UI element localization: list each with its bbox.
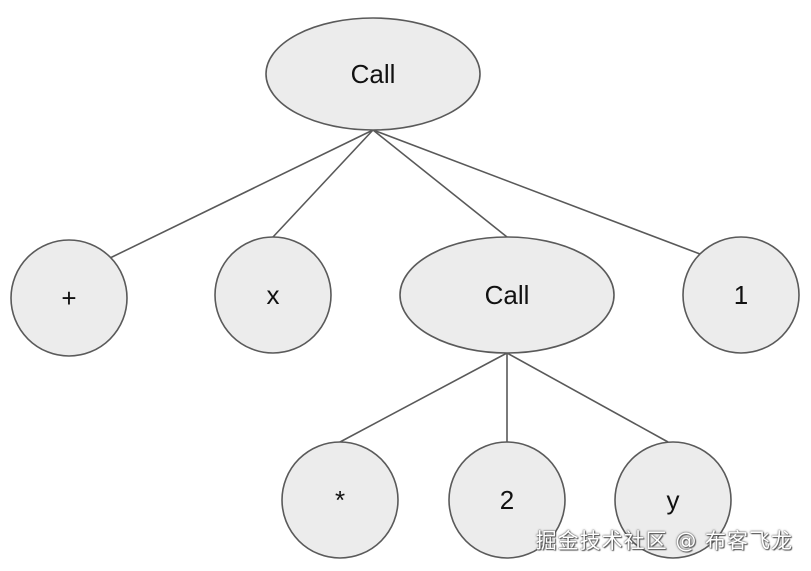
edge-inner-call-to-star [339, 352, 508, 443]
node-one-label: 1 [734, 280, 748, 310]
edge-root-call-to-one [372, 129, 701, 255]
node-star-label: * [335, 485, 345, 515]
node-plus-shape [10, 239, 128, 357]
node-inner-call: Call [399, 236, 615, 354]
node-plus: + [10, 239, 128, 357]
nodes-layer: Call + x Call 1 * 2 y [10, 17, 800, 559]
node-root-call: Call [265, 17, 481, 131]
node-one-shape [682, 236, 800, 354]
edge-root-call-to-x [272, 129, 374, 238]
edge-inner-call-to-y [506, 352, 669, 443]
node-one: 1 [682, 236, 800, 354]
node-two: 2 [448, 441, 566, 559]
node-root-call-label: Call [351, 59, 396, 89]
node-two-shape [448, 441, 566, 559]
edge-root-call-to-inner-call [372, 129, 508, 238]
node-two-label: 2 [500, 485, 514, 515]
node-star: * [281, 441, 399, 559]
node-root-call-shape [265, 17, 481, 131]
node-y-shape [614, 441, 732, 559]
node-x: x [214, 236, 332, 354]
node-x-label: x [267, 280, 280, 310]
watermark: 掘金技术社区 @ 布客飞龙 [535, 529, 793, 553]
node-inner-call-shape [399, 236, 615, 354]
edge-root-call-to-plus [109, 129, 374, 259]
node-star-shape [281, 441, 399, 559]
node-y: y [614, 441, 732, 559]
node-x-shape [214, 236, 332, 354]
node-inner-call-label: Call [485, 280, 530, 310]
node-y-label: y [667, 485, 680, 515]
node-plus-label: + [61, 283, 76, 313]
edges-layer [109, 129, 701, 443]
